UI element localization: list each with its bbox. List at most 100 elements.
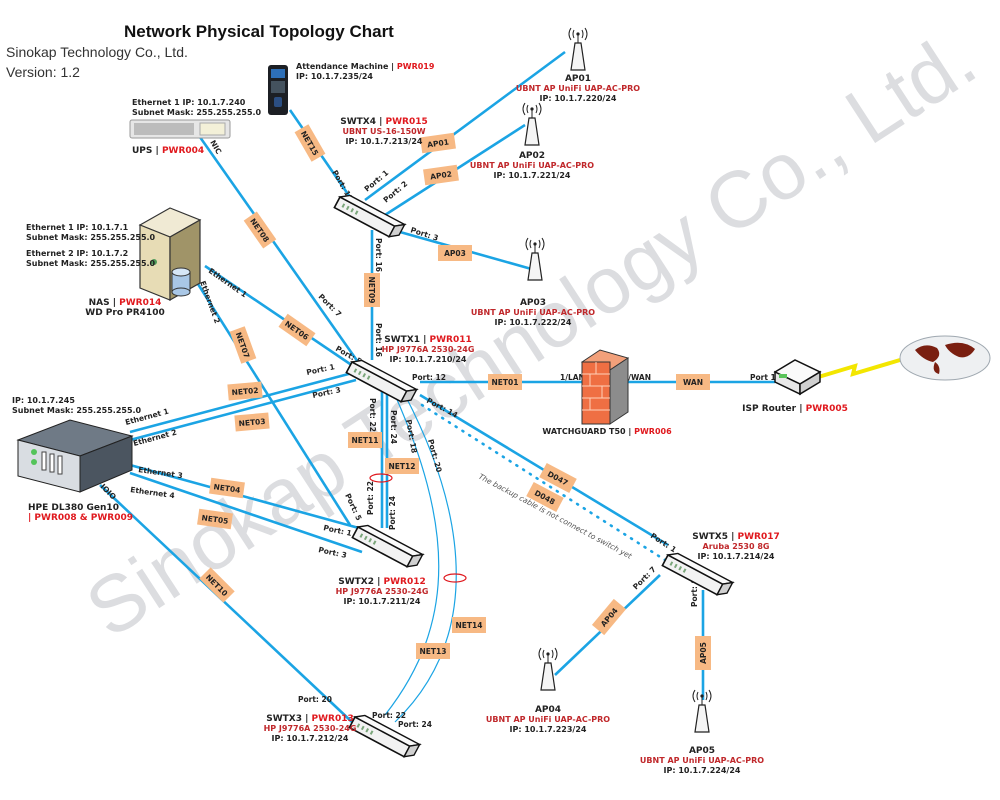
tag-net12[interactable]: NET12 bbox=[385, 458, 419, 474]
port-label: Port: 16 bbox=[374, 238, 383, 272]
device-model: HP J9776A 2530-24G bbox=[381, 345, 475, 354]
ap05-label: AP05 UBNT AP UniFi UAP-AC-PRO IP: 10.1.7… bbox=[640, 746, 764, 776]
port-label: Port: 7 bbox=[631, 565, 658, 592]
nas-icon[interactable] bbox=[138, 207, 202, 302]
cable-net05[interactable] bbox=[129, 471, 363, 554]
ups-icon[interactable] bbox=[129, 119, 231, 139]
device-ip: IP: 10.1.7.223/24 bbox=[509, 725, 587, 734]
svg-text:NET09: NET09 bbox=[367, 277, 376, 304]
device-model: UBNT AP UniFi UAP-AC-PRO bbox=[639, 756, 765, 765]
tag-net15[interactable]: NET15 bbox=[294, 124, 326, 162]
device-ip: IP: 10.1.7.214/24 bbox=[697, 552, 775, 561]
cable-net06[interactable] bbox=[204, 264, 357, 370]
device-model: UBNT US-16-150W bbox=[342, 127, 426, 136]
port-label: Port: 1 bbox=[649, 531, 678, 554]
tag-net03[interactable]: NET03 bbox=[234, 412, 270, 432]
svg-text:AP01: AP01 bbox=[427, 138, 450, 150]
switch-icon[interactable] bbox=[345, 357, 419, 406]
ups-ip: Ethernet 1 IP: 10.1.7.240 bbox=[132, 98, 246, 107]
cable-ap01[interactable] bbox=[364, 50, 566, 202]
port-label: Port: 12 bbox=[412, 373, 446, 382]
swtx2-label: SWTX2 | PWR012 HP J9776A 2530-24G IP: 10… bbox=[336, 577, 429, 607]
svg-text:NET01: NET01 bbox=[492, 378, 519, 387]
cable-net03[interactable] bbox=[129, 378, 357, 442]
svg-text:NET11: NET11 bbox=[352, 436, 379, 445]
server-icon[interactable] bbox=[16, 419, 134, 493]
swtx1-label: SWTX1 | PWR011 HP J9776A 2530-24G IP: 10… bbox=[382, 335, 475, 365]
device-name: AP02 bbox=[518, 151, 546, 161]
tag-net07[interactable]: NET07 bbox=[229, 326, 257, 364]
server-ip: IP: 10.1.7.245 bbox=[12, 396, 75, 405]
tag-d048[interactable]: D048 bbox=[526, 481, 564, 513]
nas-mask-1: Subnet Mask: 255.255.255.0 bbox=[26, 233, 156, 242]
cable-net07[interactable] bbox=[196, 283, 352, 526]
power-id: PWR017 bbox=[737, 532, 780, 542]
tag-ap04[interactable]: AP04 bbox=[591, 598, 627, 636]
switch-icon[interactable] bbox=[351, 522, 425, 571]
swtx3-label: SWTX3 | PWR013 HP J9776A 2530-24G IP: 10… bbox=[264, 714, 357, 744]
device-name: UPS | bbox=[132, 146, 162, 156]
ap03-label: AP03 UBNT AP UniFi UAP-AC-PRO IP: 10.1.7… bbox=[471, 298, 595, 328]
device-name: SWTX2 | bbox=[338, 577, 384, 587]
cable-net08[interactable] bbox=[193, 129, 360, 363]
device-name: SWTX4 | bbox=[340, 117, 386, 127]
ap02-icon[interactable] bbox=[522, 102, 542, 146]
device-ip: IP: 10.1.7.222/24 bbox=[494, 318, 572, 327]
device-ip: IP: 10.1.7.235/24 bbox=[296, 72, 373, 81]
tag-ap03[interactable]: AP03 bbox=[438, 245, 472, 261]
tag-ap05[interactable]: AP05 bbox=[695, 636, 711, 670]
page-title: Network Physical Topology Chart bbox=[124, 22, 394, 41]
cable-net02[interactable] bbox=[129, 370, 357, 434]
svg-text:NET03: NET03 bbox=[238, 417, 266, 428]
router-icon[interactable] bbox=[773, 359, 822, 396]
cable-d048-backup bbox=[420, 403, 667, 562]
tag-net02[interactable]: NET02 bbox=[227, 381, 263, 401]
port-label: Port: 24 bbox=[388, 496, 397, 530]
tag-wan[interactable]: WAN bbox=[676, 374, 710, 390]
device-name: NAS | bbox=[88, 298, 120, 308]
tag-net01[interactable]: NET01 bbox=[488, 374, 522, 390]
port-label: Port: 3 bbox=[318, 545, 348, 560]
server-mask: Subnet Mask: 255.255.255.0 bbox=[12, 406, 142, 415]
device-model: UBNT AP UniFi UAP-AC-PRO bbox=[515, 84, 641, 93]
svg-text:WAN: WAN bbox=[683, 378, 703, 387]
switch-icon[interactable] bbox=[333, 192, 407, 241]
internet-cloud-icon bbox=[899, 335, 991, 381]
tag-ap01[interactable]: AP01 bbox=[420, 132, 456, 154]
tag-net05[interactable]: NET05 bbox=[197, 508, 233, 530]
cable-net14[interactable] bbox=[394, 394, 457, 723]
port-label: Port: 3 bbox=[312, 385, 342, 400]
ap03-icon[interactable] bbox=[525, 237, 545, 281]
tag-net08[interactable]: NET08 bbox=[243, 211, 277, 249]
device-ip: IP: 10.1.7.224/24 bbox=[663, 766, 741, 775]
device-ip: IP: 10.1.7.213/24 bbox=[345, 137, 423, 146]
tag-net14[interactable]: NET14 bbox=[452, 617, 486, 633]
cable-net10[interactable] bbox=[99, 484, 353, 723]
ap01-label: AP01 UBNT AP UniFi UAP-AC-PRO IP: 10.1.7… bbox=[516, 74, 640, 104]
firewall-icon[interactable] bbox=[580, 349, 630, 425]
port-label: Port: 8 bbox=[690, 578, 699, 607]
tag-d047[interactable]: D047 bbox=[539, 462, 577, 494]
device-ip: IP: 10.1.7.212/24 bbox=[271, 734, 349, 743]
tag-net09[interactable]: NET09 bbox=[364, 273, 380, 307]
ups-mask: Subnet Mask: 255.255.255.0 bbox=[132, 108, 262, 117]
attendance-machine-icon[interactable] bbox=[268, 65, 288, 115]
ap05-icon[interactable] bbox=[692, 689, 712, 733]
tag-net11[interactable]: NET11 bbox=[348, 432, 382, 448]
swtx4-label: SWTX4 | PWR015 UBNT US-16-150W IP: 10.1.… bbox=[340, 117, 428, 147]
device-name: AP01 bbox=[564, 74, 592, 84]
switch-icon[interactable] bbox=[661, 550, 735, 599]
ap04-icon[interactable] bbox=[538, 647, 558, 691]
switch-icon[interactable] bbox=[348, 712, 422, 761]
tag-net04[interactable]: NET04 bbox=[209, 477, 245, 499]
device-name: AP05 bbox=[688, 746, 716, 756]
cable-net13[interactable] bbox=[384, 394, 440, 716]
device-name: AP03 bbox=[519, 298, 547, 308]
svg-text:AP02: AP02 bbox=[430, 170, 453, 182]
cable-net04[interactable] bbox=[129, 463, 367, 532]
tag-net13[interactable]: NET13 bbox=[416, 643, 450, 659]
device-model: UBNT AP UniFi UAP-AC-PRO bbox=[485, 715, 611, 724]
tag-ap02[interactable]: AP02 bbox=[423, 164, 459, 186]
ap01-icon[interactable] bbox=[568, 27, 588, 71]
